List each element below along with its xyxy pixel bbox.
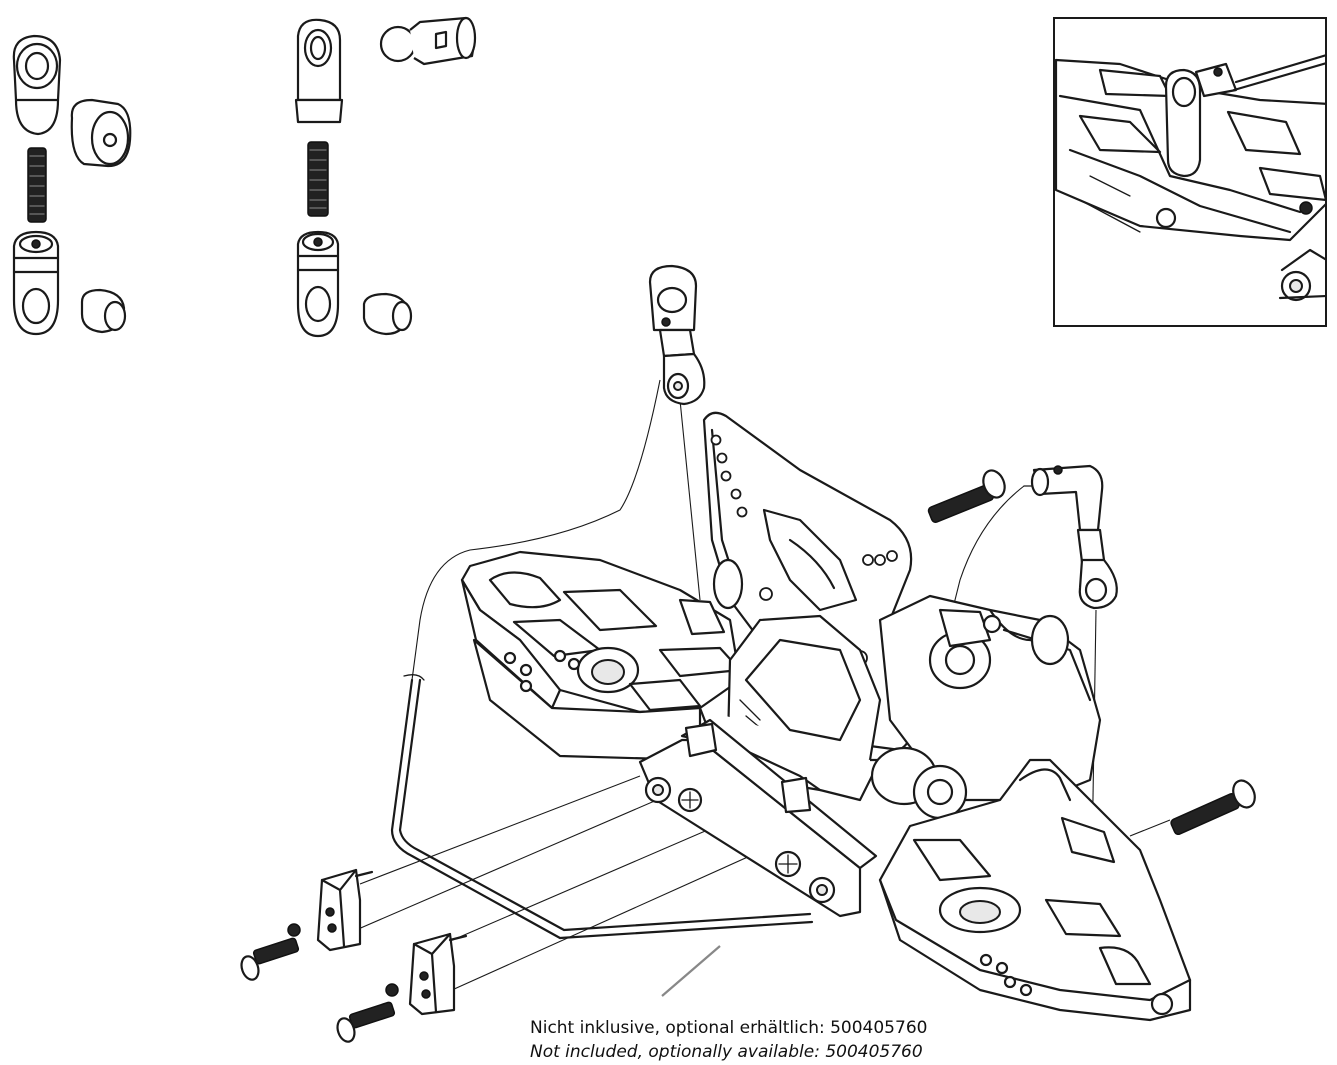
screw-top-right <box>927 469 1006 523</box>
caption-german: Nicht inklusive, optional erhältlich: 50… <box>530 1018 928 1038</box>
linkage-kit-left <box>12 34 132 336</box>
detail-inset <box>1053 17 1327 327</box>
ball-lower <box>80 288 127 334</box>
ball-stud-upper <box>70 98 132 168</box>
gearbox-housing <box>698 614 882 802</box>
rod-end-lower-mid <box>296 230 340 338</box>
threaded-rod-middle <box>307 141 329 217</box>
screw-bottom-right <box>1170 779 1256 836</box>
caption-english: Not included, optionally available: 5004… <box>530 1042 923 1062</box>
linkage-assembled-top <box>648 264 706 406</box>
threaded-rod-left <box>27 147 47 223</box>
sway-bar <box>390 674 814 940</box>
ball-lower-mid <box>362 292 413 336</box>
swaybar-mount-lower <box>336 932 468 1043</box>
caption-pointer <box>661 945 721 997</box>
rod-end-upper-mid <box>294 18 344 124</box>
linkage-assembled-right <box>1023 464 1118 610</box>
rod-end-lower <box>12 230 60 336</box>
main-assembly <box>460 411 1192 1022</box>
swaybar-mount-upper <box>240 868 374 981</box>
suspension-arm-right <box>878 758 1192 1022</box>
ball-stud-upper-mid <box>379 16 477 66</box>
linkage-kit-middle <box>294 16 477 338</box>
rod-end-upper <box>12 34 62 136</box>
suspension-arm-left <box>460 550 742 762</box>
centre-hub <box>870 594 1102 820</box>
bulkhead-plate <box>638 718 878 918</box>
